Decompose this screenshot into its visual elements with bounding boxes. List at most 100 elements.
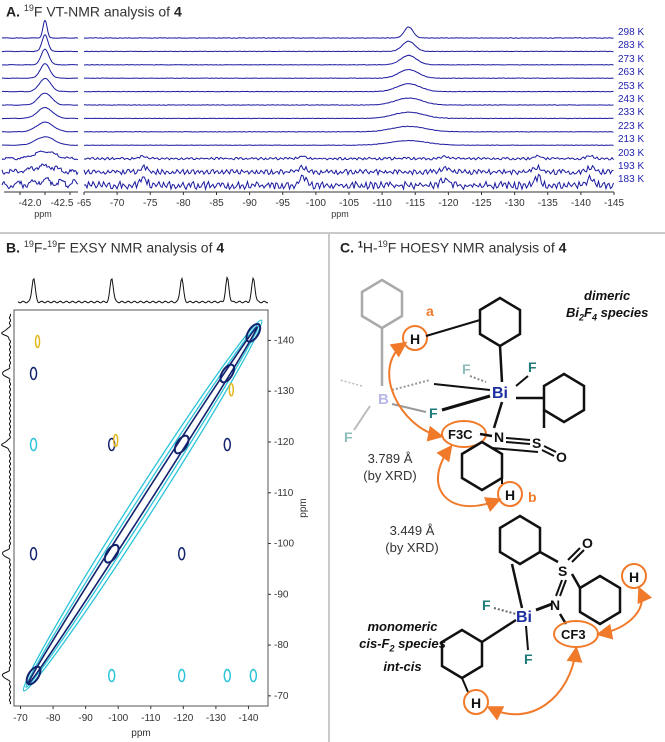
left-trace-298-K xyxy=(2,20,78,39)
right-trace-283-K xyxy=(83,40,614,53)
exsy-y-tick-6: -80 xyxy=(274,640,289,651)
cross-peak-0 xyxy=(29,437,38,452)
exsy-y-tick-7: -70 xyxy=(274,691,289,702)
bi-atom-monomer: Bi xyxy=(516,609,532,626)
right-trace-203-K xyxy=(83,154,614,161)
svg-text:S: S xyxy=(558,563,567,579)
left-trace-273-K xyxy=(2,48,78,66)
vt-nmr-right-stack xyxy=(83,26,614,192)
monomer-species-label: monomeric cis-F2 species int-cis xyxy=(359,619,446,674)
right-tick-5: -90 xyxy=(242,198,257,209)
panel-b-title: B. 19F-19F EXSY NMR analysis of 4 xyxy=(6,239,225,256)
left-trace-263-K xyxy=(2,63,78,79)
svg-text:F: F xyxy=(429,405,438,421)
faded-phenyl-ring xyxy=(360,278,404,330)
svg-text:F3C: F3C xyxy=(448,427,473,442)
right-tick-15: -140 xyxy=(571,198,591,209)
mono-arrow-top xyxy=(596,586,653,640)
monomer-structure: S O N H Bi F F H CF3 xyxy=(440,514,653,721)
temp-label-203-K: 203 K xyxy=(618,147,645,159)
svg-text:H: H xyxy=(505,487,515,503)
svg-text:O: O xyxy=(582,535,593,551)
hoesy-arrow-b xyxy=(436,444,502,512)
cross-peak-6 xyxy=(29,546,38,561)
right-tick-10: -115 xyxy=(406,198,426,209)
mono-left-ring xyxy=(440,628,484,680)
diagonal-contour-inner xyxy=(27,326,259,685)
right-tick-8: -105 xyxy=(339,198,359,209)
right-trace-193-K xyxy=(83,163,614,177)
right-tick-11: -120 xyxy=(438,198,458,209)
exsy-x-label: ppm xyxy=(131,728,150,739)
svg-text:H: H xyxy=(471,695,481,711)
right-tick-9: -110 xyxy=(372,198,392,209)
upper-phenyl-ring xyxy=(478,296,522,348)
exsy-y-tick-0: -140 xyxy=(274,335,294,346)
svg-text:F: F xyxy=(524,651,533,667)
exsy-y-label: ppm xyxy=(298,498,309,517)
right-phenyl-ring xyxy=(542,372,586,424)
cross-peak-4 xyxy=(249,668,258,683)
right-tick-16: -145 xyxy=(604,198,624,209)
right-trace-253-K xyxy=(83,83,614,93)
cross-peak-9 xyxy=(223,437,232,452)
right-tick-1: -70 xyxy=(110,198,125,209)
cross-peak-1 xyxy=(107,668,116,683)
divider-horizontal xyxy=(0,232,665,234)
temp-label-233-K: 233 K xyxy=(618,107,645,119)
svg-text:F: F xyxy=(462,361,471,377)
left-tick-2: -42.5 xyxy=(51,198,74,209)
label-a: a xyxy=(426,303,434,319)
svg-text:CF3: CF3 xyxy=(561,627,586,642)
temp-label-223-K: 223 K xyxy=(618,120,645,132)
right-trace-273-K xyxy=(84,54,614,66)
faded-bi-atom: B xyxy=(378,391,389,408)
mono-arrow-bottom xyxy=(486,646,583,721)
right-trace-213-K xyxy=(83,139,614,146)
diagonal-peak-2 xyxy=(173,434,190,455)
right-axis-label: ppm xyxy=(331,209,349,219)
panel-b-letter: B. xyxy=(6,239,20,256)
exsy-x-tick-4: -110 xyxy=(141,713,161,724)
panel-a-letter: A. xyxy=(6,3,20,20)
temp-label-213-K: 213 K xyxy=(618,134,645,146)
mono-top-ring xyxy=(498,514,542,566)
temp-label-263-K: 263 K xyxy=(618,67,645,79)
diagonal-peak-1 xyxy=(103,543,120,564)
panel-c-title: C. 1H-19F HOESY NMR analysis of 4 xyxy=(340,239,567,256)
cross-peak-3 xyxy=(223,668,232,683)
distance-2-note: 3.449 Å (by XRD) xyxy=(385,523,439,555)
hoesy-structures: B F F Bi F F N S O F3C xyxy=(339,278,653,721)
exsy-x-tick-1: -80 xyxy=(46,713,61,724)
dimer-species-label: dimeric Bi2F4 species xyxy=(566,288,649,323)
neg-peak-2 xyxy=(34,334,41,349)
right-tick-2: -75 xyxy=(143,198,158,209)
svg-text:F: F xyxy=(344,429,353,445)
exsy-y-tick-5: -90 xyxy=(274,589,289,600)
right-tick-12: -125 xyxy=(471,198,491,209)
svg-text:H: H xyxy=(629,569,639,585)
mono-right-ring xyxy=(578,574,622,626)
svg-text:N: N xyxy=(494,429,504,445)
left-tick-1: -42.0 xyxy=(19,198,42,209)
left-trace-253-K xyxy=(1,78,79,93)
svg-text:F: F xyxy=(528,359,537,375)
right-tick-6: -95 xyxy=(276,198,291,209)
cross-peak-2 xyxy=(177,668,186,683)
left-trace-243-K xyxy=(1,92,79,106)
left-trace-193-K xyxy=(1,163,79,176)
temp-label-298-K: 298 K xyxy=(618,27,645,38)
left-trace-223-K xyxy=(1,121,78,133)
exsy-x-tick-5: -120 xyxy=(173,713,193,724)
exsy-x-tick-3: -100 xyxy=(108,713,128,724)
right-trace-223-K xyxy=(83,125,614,133)
right-tick-4: -85 xyxy=(209,198,224,209)
left-trace-233-K xyxy=(1,107,78,120)
temp-label-283-K: 283 K xyxy=(618,40,645,52)
svg-text:S: S xyxy=(532,435,541,451)
vt-nmr-left-axis: -42.0 -42.5 ppm xyxy=(4,191,78,219)
exsy-axes: ppm ppm -70-80-90-100-110-120-130-140-14… xyxy=(13,335,309,739)
exsy-y-tick-1: -130 xyxy=(274,386,294,397)
right-tick-14: -135 xyxy=(538,198,558,209)
exsy-y-tick-4: -100 xyxy=(274,539,294,550)
